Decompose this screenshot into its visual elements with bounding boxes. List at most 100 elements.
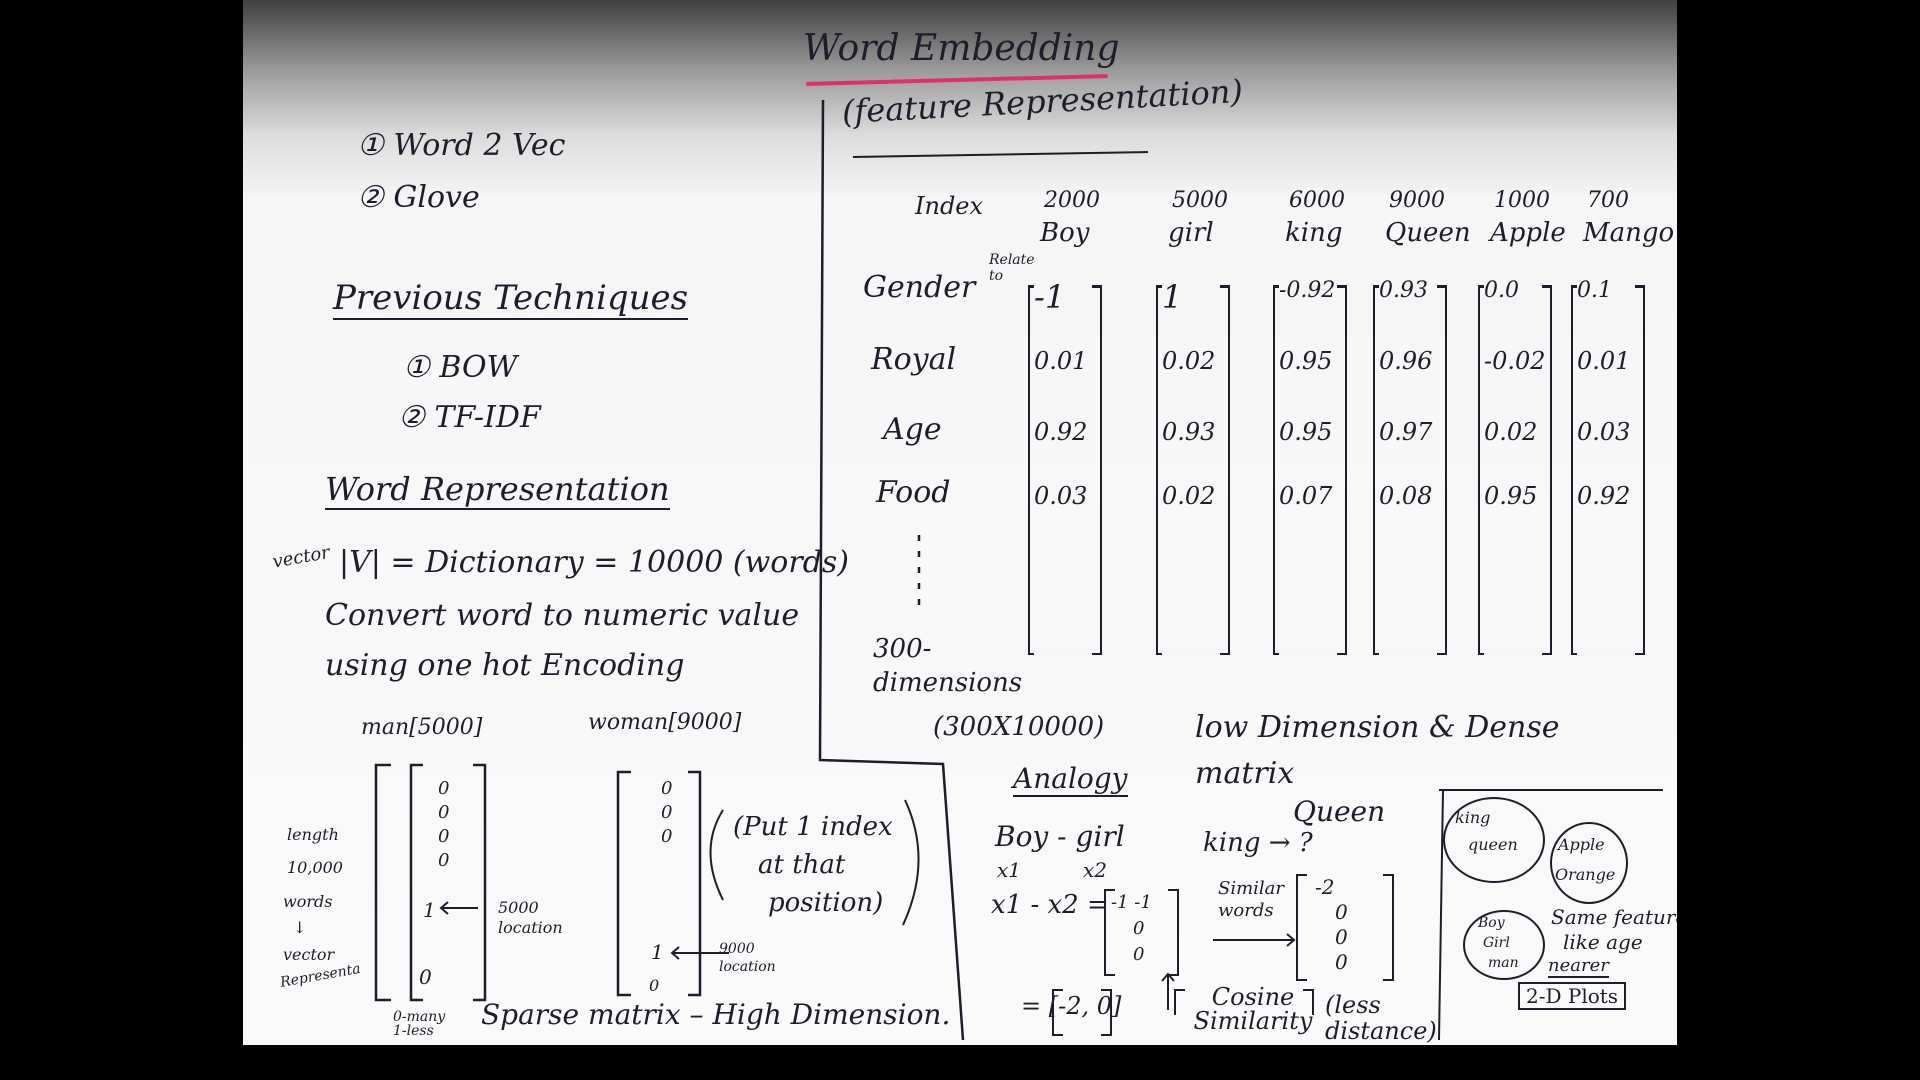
pen-strokes: [374, 99, 1663, 1041]
matrix-cell-5-3: 0.92: [1577, 482, 1631, 510]
notebook-page: Word Embedding (feature Representation) …: [243, 0, 1677, 1045]
matrix-col-mask-bottom-0: [1034, 649, 1092, 657]
matrix-col-mask-top-0: [1034, 282, 1092, 290]
analogy-similar: Similar words: [1218, 878, 1285, 921]
matrix-cell-4-3: 0.95: [1484, 482, 1538, 510]
matrix-cell-3-1: 0.96: [1379, 347, 1433, 375]
man-vector-4: 1: [423, 898, 436, 922]
one-hot-line: using one hot Encoding: [325, 648, 685, 683]
matrix-cell-0-0: -1: [1034, 278, 1066, 316]
matrix-cell-5-0: 0.1: [1577, 278, 1612, 303]
previous-item-bow: ① BOW: [403, 350, 518, 385]
dense-label: low Dimension & Dense matrix: [1195, 710, 1560, 791]
put-note-0: (Put 1 index: [733, 812, 893, 842]
plot-note-1: like age: [1563, 930, 1643, 954]
cluster1-king: king: [1455, 808, 1491, 827]
matrix-cell-1-2: 0.93: [1162, 418, 1216, 446]
matrix-cell-1-3: 0.02: [1162, 482, 1216, 510]
analogy-cosine: Cosine Similarity: [1193, 983, 1313, 1035]
length-note-1: 10,000: [287, 858, 343, 877]
matrix-related-note: Relate to: [989, 252, 1035, 284]
analogy-queen: Queen: [1293, 795, 1386, 828]
matrix-cell-3-3: 0.08: [1379, 482, 1433, 510]
feature-gender: Gender: [863, 270, 976, 305]
matrix-col-mask-bottom-4: [1484, 649, 1542, 657]
matrix-cell-0-2: 0.92: [1034, 418, 1088, 446]
feature-royal: Royal: [871, 342, 957, 377]
matrix-col-bracket-5: [1571, 285, 1645, 655]
similar-vector-3: 0: [1335, 950, 1348, 974]
man-vector-3: 0: [438, 850, 450, 871]
matrix-col-index-5: 700: [1587, 188, 1629, 213]
plot-note-0: Same feature: [1551, 905, 1677, 929]
matrix-col-index-2: 6000: [1289, 188, 1345, 213]
matrix-col-mask-bottom-2: [1279, 649, 1337, 657]
matrix-col-index-0: 2000: [1044, 188, 1100, 213]
previous-techniques-heading: Previous Techniques: [333, 278, 689, 320]
analogy-diff-1: 0: [1133, 918, 1145, 939]
method-word2vec: ① Word 2 Vec: [357, 128, 566, 163]
sparse-note: 0-many 1-less: [393, 1009, 446, 1039]
matrix-col-word-2: king: [1285, 218, 1343, 248]
cluster3-man: man: [1488, 955, 1519, 971]
matrix-index-label: Index: [915, 192, 984, 220]
matrix-cell-5-1: 0.01: [1577, 347, 1631, 375]
matrix-cell-3-2: 0.97: [1379, 418, 1433, 446]
man-arrow-note: 5000 location: [498, 898, 563, 937]
cluster-people: [1463, 910, 1545, 980]
cluster3-girl: Girl: [1483, 935, 1510, 951]
matrix-cell-0-1: 0.01: [1034, 347, 1088, 375]
matrix-col-bracket-2: [1273, 285, 1347, 655]
analogy-diff-0: -1 -1: [1111, 892, 1152, 913]
analogy-x1: x1: [997, 858, 1022, 882]
feature-food: Food: [876, 475, 951, 510]
matrix-col-word-3: Queen: [1385, 218, 1471, 248]
woman-vector-0: 0: [661, 778, 673, 799]
page-title: Word Embedding: [803, 28, 1120, 69]
length-note-4: vector: [283, 945, 335, 964]
man-vector-1: 0: [438, 802, 450, 823]
cluster-fruit: [1550, 822, 1628, 904]
word-representation-heading: Word Representation: [325, 470, 670, 510]
size-label: (300X10000): [933, 712, 1105, 742]
matrix-col-index-1: 5000: [1172, 188, 1228, 213]
matrix-col-bracket-4: [1478, 285, 1552, 655]
man-vector-5: 0: [419, 965, 432, 989]
length-note-2: words: [283, 892, 333, 911]
matrix-cell-2-3: 0.07: [1279, 482, 1333, 510]
woman-arrow-note: 9000 location: [719, 941, 776, 975]
analogy-result: = [-2, 0]: [1021, 992, 1122, 1020]
analogy-king-line: king → ?: [1203, 828, 1313, 858]
analogy-less: (less distance): [1325, 991, 1437, 1045]
cluster1-queen: queen: [1468, 835, 1518, 854]
feature-age: Age: [883, 412, 942, 447]
method-glove: ② Glove: [357, 180, 480, 215]
length-note-0: length: [287, 825, 339, 844]
analogy-pair: Boy - girl: [995, 820, 1125, 853]
matrix-cell-4-1: -0.02: [1484, 347, 1546, 375]
cluster-royalty: [1443, 797, 1545, 883]
similar-vector-1: 0: [1335, 900, 1348, 924]
dims-label: 300-dimensions: [873, 634, 1023, 698]
analogy-diff: x1 - x2 =: [991, 890, 1109, 920]
dictionary-line: |V| = Dictionary = 10000 (words): [339, 545, 850, 580]
woman-vector-3: 1: [651, 940, 664, 964]
man-vector-2: 0: [438, 826, 450, 847]
man-label: man[5000]: [361, 715, 483, 740]
matrix-cell-2-2: 0.95: [1279, 418, 1333, 446]
matrix-cell-2-1: 0.95: [1279, 347, 1333, 375]
matrix-col-bracket-1: [1156, 285, 1230, 655]
matrix-col-mask-bottom-3: [1379, 649, 1437, 657]
matrix-col-mask-top-3: [1379, 282, 1437, 290]
matrix-col-bracket-0: [1028, 285, 1102, 655]
length-note-3: ↓: [293, 918, 307, 937]
woman-label: woman[9000]: [588, 710, 742, 735]
matrix-col-mask-top-5: [1577, 282, 1635, 290]
matrix-col-bracket-3: [1373, 285, 1447, 655]
analogy-heading: Analogy: [1013, 762, 1128, 797]
matrix-cell-1-1: 0.02: [1162, 347, 1216, 375]
matrix-col-word-5: Mango: [1583, 218, 1675, 248]
previous-item-tfidf: ② TF-IDF: [398, 400, 541, 435]
plot-note-2: nearer: [1548, 955, 1609, 978]
plot-label: 2-D Plots: [1518, 982, 1627, 1010]
